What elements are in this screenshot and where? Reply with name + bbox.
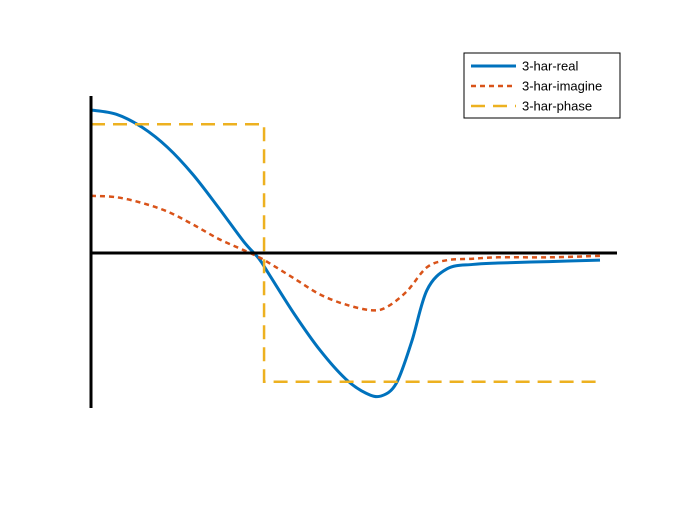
legend: 3-har-real 3-har-imagine 3-har-phase xyxy=(463,52,621,119)
series-line-3-har-real xyxy=(90,108,601,399)
series-layer xyxy=(90,108,601,399)
series-line-3-har-phase xyxy=(91,123,600,383)
legend-label-3-har-imagine: 3-har-imagine xyxy=(522,79,602,94)
legend-label-3-har-real: 3-har-real xyxy=(522,59,578,74)
series-line-3-har-imagine xyxy=(90,194,601,312)
legend-label-3-har-phase: 3-har-phase xyxy=(522,99,592,114)
